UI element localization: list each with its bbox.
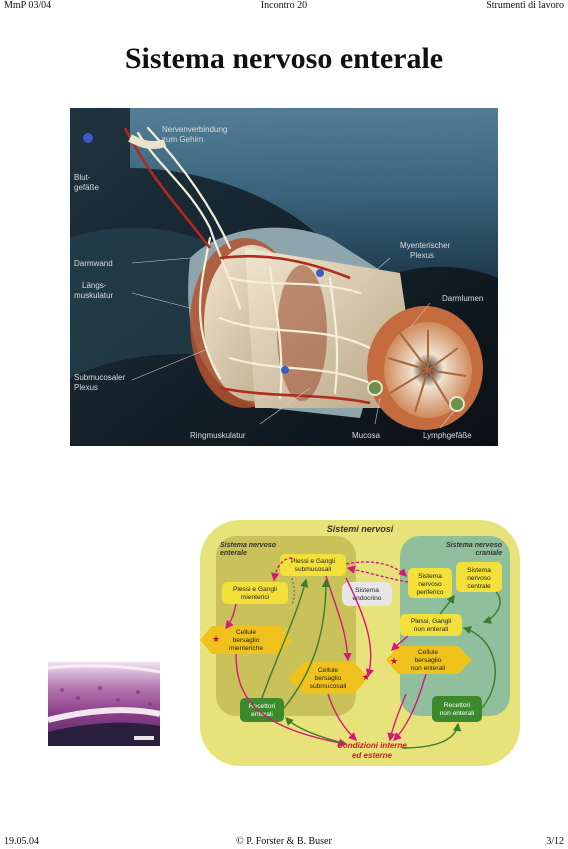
label-mucosa: Mucosa xyxy=(352,431,381,440)
snp-3: periferico xyxy=(416,589,443,596)
condizioni-1: Condizioni interne xyxy=(337,741,407,750)
rec-ent-1: Recettori xyxy=(249,703,276,710)
cel-mie-1: Cellule xyxy=(236,629,256,636)
label-ringmuskulatur: Ringmuskulatur xyxy=(190,431,246,440)
label-lymphgefaesse: Lymphgefäße xyxy=(423,431,472,440)
cel-non-3: non enterali xyxy=(411,665,446,672)
rec-non-2: non enterali xyxy=(440,710,475,717)
plessi-mie-2: mienterici xyxy=(241,594,270,601)
cel-mie-2: bersaglio xyxy=(233,637,260,644)
svg-text:★: ★ xyxy=(362,672,370,682)
cel-non-2: bersaglio xyxy=(415,657,442,664)
label-darmlumen: Darmlumen xyxy=(442,294,483,303)
header-center: Incontro 20 xyxy=(260,0,308,11)
plessi-non-2: non enterali xyxy=(414,626,449,633)
svg-text:★: ★ xyxy=(390,656,398,666)
cel-mie-3: mienteriche xyxy=(229,645,263,652)
sncentr-1: Sistema xyxy=(467,567,491,574)
endocrino-2: endocrino xyxy=(353,595,382,602)
diagram-title: Sistemi nervosi xyxy=(327,524,394,534)
histology-micrograph xyxy=(48,662,160,746)
label-nervenverbindung-2: zum Gehirn xyxy=(162,135,203,144)
label-myenter-2: Plexus xyxy=(410,251,434,260)
footer-left: 19.05.04 xyxy=(4,836,39,847)
label-myenter-1: Myenterischer xyxy=(400,241,451,250)
sncentr-3: centrale xyxy=(467,583,491,590)
sne-label-1: Sistema nervoso xyxy=(220,542,277,549)
plessi-sub-2: submucosali xyxy=(295,566,332,573)
plessi-mie-1: Plessi e Gangli xyxy=(233,586,278,593)
enteric-nervous-system-illustration: Nervenverbindung zum Gehirn Blut- gefäße… xyxy=(70,108,498,446)
cel-sub-2: bersaglio xyxy=(315,675,342,682)
snc-label-2: craniale xyxy=(476,550,503,557)
cel-non-1: Cellule xyxy=(418,649,438,656)
sne-label-2: enterale xyxy=(220,550,247,557)
sistemi-nervosi-diagram: Sistemi nervosi Sistema nervoso enterale… xyxy=(196,518,524,768)
label-langs-1: Längs- xyxy=(82,281,107,290)
cel-sub-1: Cellule xyxy=(318,667,338,674)
svg-text:★: ★ xyxy=(212,634,220,644)
plessi-sub-1: Plessi e Gangli xyxy=(291,558,336,565)
endocrino-1: Sistema xyxy=(355,587,379,594)
condizioni-2: ed esterne xyxy=(352,751,393,760)
snp-1: Sistema xyxy=(418,573,442,580)
rec-non-1: Recettori xyxy=(444,702,471,709)
cel-sub-3: submucosali xyxy=(310,683,347,690)
label-submuc-2: Plexus xyxy=(74,383,98,392)
label-darmwand: Darmwand xyxy=(74,259,113,268)
page-title: Sistema nervoso enterale xyxy=(124,42,444,75)
footer-center: © P. Forster & B. Buser xyxy=(236,836,332,847)
snc-label-1: Sistema nervoso xyxy=(446,542,503,549)
label-nervenverbindung-1: Nervenverbindung xyxy=(162,125,227,134)
label-blut-2: gefäße xyxy=(74,183,99,192)
header-left: MmP 03/04 xyxy=(4,0,52,11)
label-submuc-1: Submucosaler xyxy=(74,373,125,382)
label-langs-2: muskulatur xyxy=(74,291,113,300)
footer-right: 3/12 xyxy=(546,836,564,847)
label-blut-1: Blut- xyxy=(74,173,91,182)
plessi-non-1: Plessi, Gangli xyxy=(411,618,452,625)
snp-2: nervoso xyxy=(418,581,442,588)
header-right: Strumenti di lavoro xyxy=(486,0,564,11)
sncentr-2: nervoso xyxy=(467,575,491,582)
